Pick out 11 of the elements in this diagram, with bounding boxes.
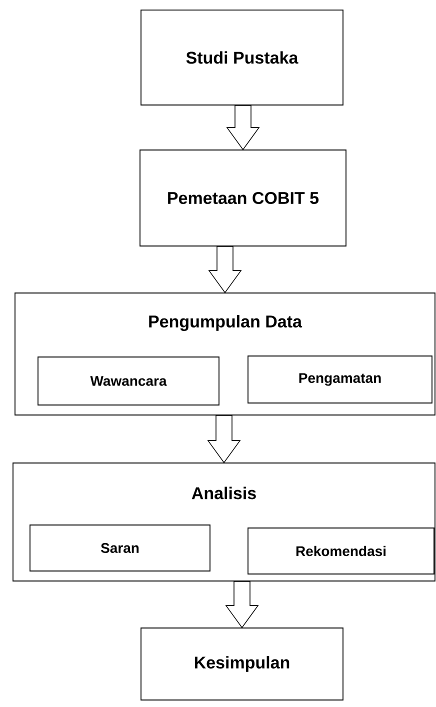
process-box: Kesimpulan — [140, 628, 344, 700]
process-box: Saran — [30, 524, 210, 572]
process-box: Pengamatan — [248, 356, 432, 404]
block-arrow — [207, 415, 241, 464]
process-box: Pemetaan COBIT 5 — [140, 150, 346, 246]
process-box: Studi Pustaka — [140, 10, 344, 106]
process-box: Wawancara — [38, 356, 220, 406]
process-box: Rekomendasi — [248, 528, 434, 574]
block-arrow — [208, 246, 242, 294]
block-arrow — [226, 105, 260, 150]
block-arrow — [225, 581, 259, 628]
